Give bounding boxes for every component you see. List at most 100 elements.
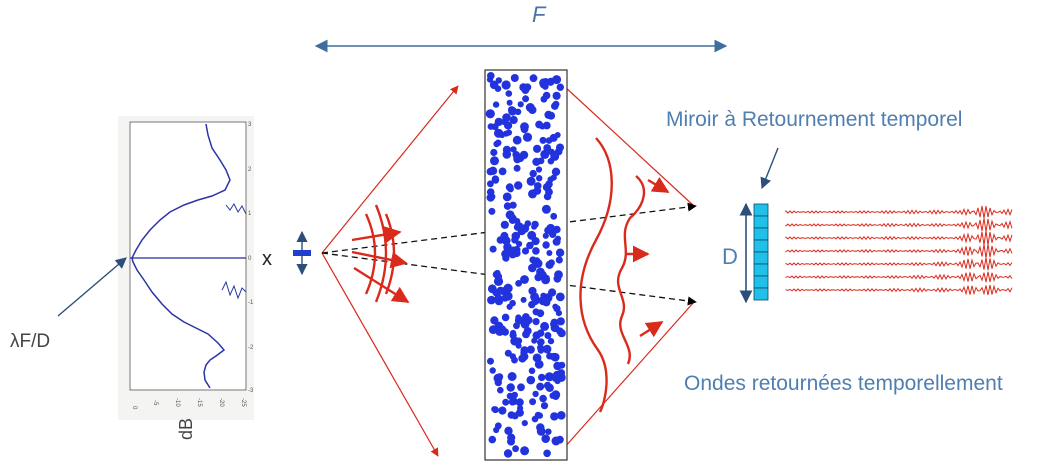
reversed-waves-label: Ondes retournées temporellement: [684, 372, 1003, 395]
scatterer-dot: [545, 428, 552, 435]
scatterer-dot: [517, 101, 524, 108]
scatterer-dot: [528, 189, 537, 199]
scatterer-dot: [487, 295, 496, 305]
scatterer-dot: [528, 300, 536, 309]
scatterer-dot: [555, 248, 565, 257]
scatterer-dot: [536, 412, 543, 419]
scatterer-dot: [512, 151, 520, 159]
scatterer-dot: [504, 426, 513, 435]
signal-trace: [785, 271, 1013, 283]
scatterer-dot: [526, 375, 536, 385]
scatterer-dot: [503, 449, 513, 458]
scatterer-dot: [532, 308, 540, 316]
scatterer-dot: [492, 101, 500, 108]
scatterer-dot: [486, 188, 495, 196]
scatterer-dot: [498, 167, 507, 176]
scatterer-dot: [488, 435, 497, 444]
scatterer-dot: [556, 143, 564, 152]
scatterer-dot: [515, 280, 522, 287]
scatterer-dot: [494, 139, 502, 147]
focal-distance-label: F: [532, 2, 546, 27]
scatterer-dot: [540, 402, 549, 410]
scatterer-dot: [503, 242, 512, 252]
scatterer-dot: [555, 310, 563, 317]
scatterer-dot: [512, 246, 521, 254]
scatterer-dot: [542, 241, 550, 249]
transducer-element: [753, 203, 769, 217]
scatterer-dot: [486, 76, 494, 83]
scatterer-dot: [511, 231, 521, 241]
scatterer-dot: [536, 339, 544, 346]
scatterer-dot: [505, 90, 513, 97]
scatterer-dot: [555, 256, 563, 264]
scatterer-dot: [542, 344, 552, 354]
scatterer-dot: [544, 372, 555, 382]
scatterer-dot: [529, 74, 538, 83]
scatterer-dot: [493, 373, 503, 383]
scatterer-dot: [545, 260, 554, 269]
scatterer-dot: [498, 131, 506, 139]
scatterer-dot: [494, 422, 502, 430]
transducer-element: [753, 275, 769, 289]
scatterer-dot: [523, 83, 532, 92]
scatterer-dot: [541, 434, 550, 444]
red-rays: [321, 85, 695, 457]
scatterer-dot: [532, 157, 541, 166]
scatterer-dot: [515, 398, 524, 407]
scatterer-dot: [532, 318, 540, 326]
scatterer-dot: [495, 77, 502, 84]
transducer-element: [753, 239, 769, 253]
scatterer-dot: [531, 223, 538, 230]
scatterer-dot: [503, 283, 513, 293]
scatterer-dot: [528, 263, 537, 273]
scatterer-dot: [540, 149, 550, 159]
scatterer-dot: [543, 449, 551, 458]
scatterer-dot: [539, 394, 547, 403]
plot-tick: -2: [248, 345, 254, 351]
scatterer-dot: [538, 373, 546, 382]
scatterer-dot: [543, 381, 552, 390]
scatterer-dot: [502, 145, 511, 154]
scatterer-dot: [503, 202, 512, 210]
scatterer-dot: [535, 166, 543, 173]
scatterer-dot: [521, 247, 530, 255]
scatterer-dot: [543, 192, 552, 201]
scatterer-dot: [510, 74, 519, 82]
scatterer-dot: [524, 220, 532, 227]
plot-tick: 2: [248, 167, 252, 173]
scatterer-dot: [546, 250, 553, 256]
source-element: [293, 250, 311, 256]
scatterer-dot: [488, 325, 498, 334]
scatterer-dot: [541, 204, 551, 214]
plot-tick: -20: [218, 398, 224, 407]
scatterer-dot: [544, 332, 552, 339]
transducer-element: [753, 215, 769, 229]
scatterer-dot: [507, 437, 515, 446]
scatterer-dot: [501, 80, 511, 90]
scatterer-dot: [485, 109, 495, 119]
scatterer-dot: [534, 273, 542, 282]
scatterer-dot: [490, 156, 499, 166]
scatterer-dot: [494, 85, 502, 92]
scatterer-dot: [550, 212, 558, 220]
plot-tick: -10: [174, 398, 180, 407]
scatterer-dot: [526, 176, 536, 186]
plot-tick: 0: [248, 256, 252, 262]
outgoing-wavefronts: [579, 137, 670, 413]
plot-tick: -15: [196, 398, 202, 407]
db-label: dB: [176, 417, 196, 440]
focal-spot-plot: 3 2 1 0 -1 -2 -3 0 -5 -10 -15 -20 -25: [118, 116, 254, 420]
transducer-element: [753, 227, 769, 241]
scatterer-dot: [514, 181, 523, 190]
scatterer-dot: [525, 103, 535, 112]
lambda-label: λF/D: [10, 331, 51, 352]
scatterer-dot: [539, 136, 547, 144]
scatterer-dot: [521, 420, 528, 427]
scatterer-dot: [496, 236, 505, 244]
scatterer-dot: [513, 164, 521, 172]
scatterer-dot: [488, 166, 498, 175]
scatterer-dot: [511, 391, 518, 399]
scatterer-dot: [520, 296, 527, 303]
scatterer-dot: [509, 115, 518, 125]
